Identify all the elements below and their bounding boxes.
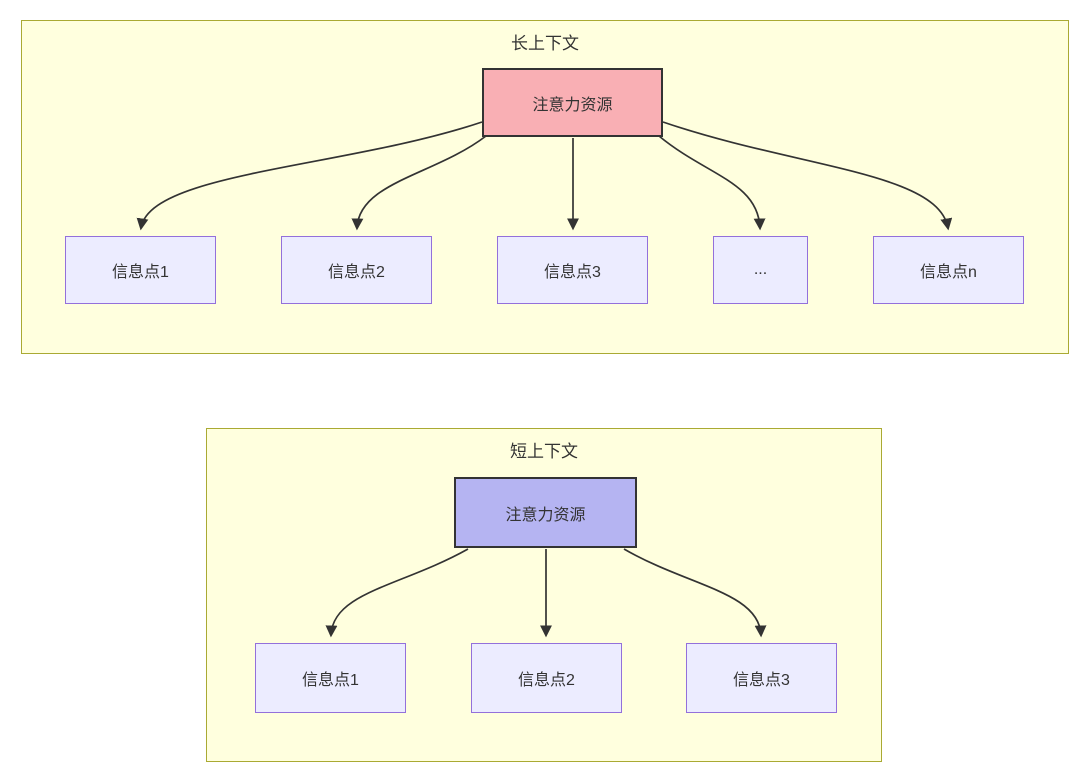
info-point-label: 信息点1 [112, 264, 169, 281]
info-point-label: 信息点n [920, 264, 977, 281]
info-point-label: 信息点3 [544, 264, 601, 281]
info-point-label: 信息点2 [518, 672, 575, 689]
attention-resource-node-long: 注意力资源 [482, 68, 663, 137]
info-point-label: ... [753, 261, 768, 278]
info-point-2-short: 信息点2 [471, 643, 622, 713]
info-point-label: 信息点1 [302, 672, 359, 689]
info-point-3-long: 信息点3 [497, 236, 648, 304]
info-point-1-short: 信息点1 [255, 643, 406, 713]
info-point-label: 信息点3 [733, 672, 790, 689]
info-point-3-short: 信息点3 [686, 643, 837, 713]
info-point-label: 信息点2 [328, 264, 385, 281]
attention-resource-node-short: 注意力资源 [454, 477, 637, 548]
cluster-short-title: 短上下文 [510, 442, 578, 461]
attention-resource-label-long: 注意力资源 [532, 96, 613, 114]
info-point-ellipsis-long: ... [713, 236, 808, 304]
info-point-n-long: 信息点n [873, 236, 1024, 304]
attention-resource-label-short: 注意力资源 [505, 506, 586, 524]
info-point-1-long: 信息点1 [65, 236, 216, 304]
info-point-2-long: 信息点2 [281, 236, 432, 304]
cluster-long-title: 长上下文 [511, 34, 579, 53]
